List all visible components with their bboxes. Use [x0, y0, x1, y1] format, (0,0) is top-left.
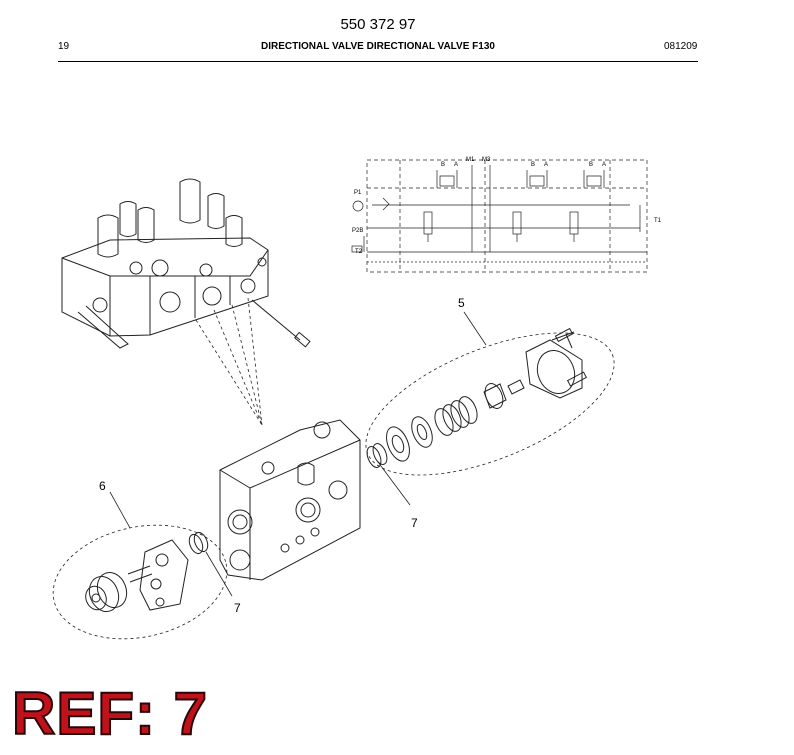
- leader-5: [463, 311, 487, 346]
- leader-lines: [195, 297, 263, 426]
- port-label-a2: A: [544, 162, 548, 168]
- port-label-m3: M3: [482, 157, 491, 163]
- port-label-a1: A: [454, 162, 458, 168]
- callout-6: 6: [99, 479, 106, 493]
- port-label-a3: A: [602, 162, 606, 168]
- callout-7-right: 7: [411, 516, 418, 530]
- part-number: 550 372 97: [340, 16, 416, 33]
- callout-7-left: 7: [234, 601, 241, 615]
- schematic-labels: P1 P2B T2 T1 M1 M3 B A B A B A: [352, 157, 662, 255]
- page-number: 19: [58, 41, 70, 52]
- date-code: 081209: [664, 41, 698, 52]
- kit-5-dashed-outline: [365, 332, 615, 476]
- valve-body-section: [219, 419, 361, 581]
- leader-7-left: [205, 551, 233, 597]
- hydraulic-schematic: [351, 159, 648, 273]
- kit-6-dashed-outline: [52, 524, 228, 640]
- document-title: DIRECTIONAL VALVE DIRECTIONAL VALVE F130: [261, 41, 495, 52]
- kit-5-parts: [366, 327, 588, 468]
- port-label-t2: T2: [355, 249, 363, 255]
- port-label-p2b: P2B: [352, 228, 363, 234]
- leader-6: [109, 491, 131, 529]
- leader-7-right: [377, 461, 411, 506]
- port-label-t1: T1: [654, 218, 662, 224]
- header-rule: [58, 61, 698, 62]
- port-label-b3: B: [589, 162, 593, 168]
- callout-5: 5: [458, 296, 465, 310]
- port-label-p1: P1: [354, 190, 362, 196]
- kit-6-parts: [85, 531, 209, 612]
- reference-label: REF: 7: [11, 680, 209, 747]
- port-label-b1: B: [441, 162, 445, 168]
- port-label-b2: B: [531, 162, 535, 168]
- valve-assembly-illustration: [61, 178, 311, 349]
- port-label-m1: M1: [466, 157, 475, 163]
